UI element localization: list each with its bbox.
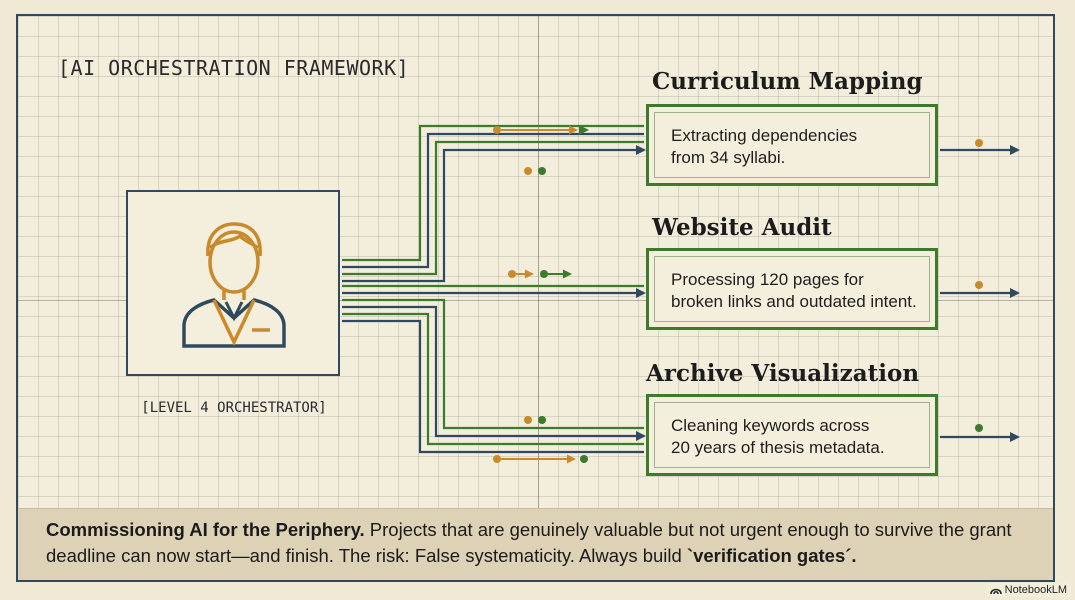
grid-axis-horizontal	[18, 300, 1053, 301]
grid-axis-vertical	[538, 16, 539, 580]
diagram-frame: [AI ORCHESTRATION FRAMEWORK]	[16, 14, 1055, 582]
framework-label: [AI ORCHESTRATION FRAMEWORK]	[58, 56, 410, 80]
notebooklm-badge: NotebookLM	[985, 583, 1071, 597]
task-title-archive: Archive Visualization	[646, 360, 920, 387]
task-box-website: Processing 120 pages for broken links an…	[646, 248, 938, 330]
data-packets	[493, 125, 589, 464]
output-packet	[975, 139, 983, 147]
person-icon	[182, 222, 286, 348]
notebooklm-logo-icon	[989, 588, 1002, 595]
output-packet	[975, 281, 983, 289]
footer-lead: Commissioning AI for the Periphery.	[46, 519, 365, 540]
orchestrator-box	[126, 190, 340, 376]
task-box-curriculum: Extracting dependencies from 34 syllabi.	[646, 104, 938, 186]
footer-body: Projects that are genuinely valuable but…	[46, 519, 1012, 566]
orchestrator-label: [LEVEL 4 ORCHESTRATOR]	[141, 400, 327, 416]
task-title-website: Website Audit	[652, 214, 832, 241]
wire-bundle-upper	[342, 124, 646, 283]
task-title-curriculum: Curriculum Mapping	[652, 68, 923, 95]
footer-emphasis: `verification gates´.	[686, 545, 857, 566]
output-arrows	[940, 145, 1020, 442]
footer-caption: Commissioning AI for the Periphery. Proj…	[18, 508, 1053, 580]
wire-bundle-lower	[342, 298, 646, 454]
task-box-archive: Cleaning keywords across 20 years of the…	[646, 394, 938, 476]
output-packet	[975, 424, 983, 432]
connection-wires	[342, 124, 1020, 464]
wire-bundle-middle	[342, 284, 646, 298]
task-description: Cleaning keywords across 20 years of the…	[671, 416, 885, 457]
task-description: Processing 120 pages for broken links an…	[671, 270, 917, 311]
task-description: Extracting dependencies from 34 syllabi.	[671, 126, 858, 167]
